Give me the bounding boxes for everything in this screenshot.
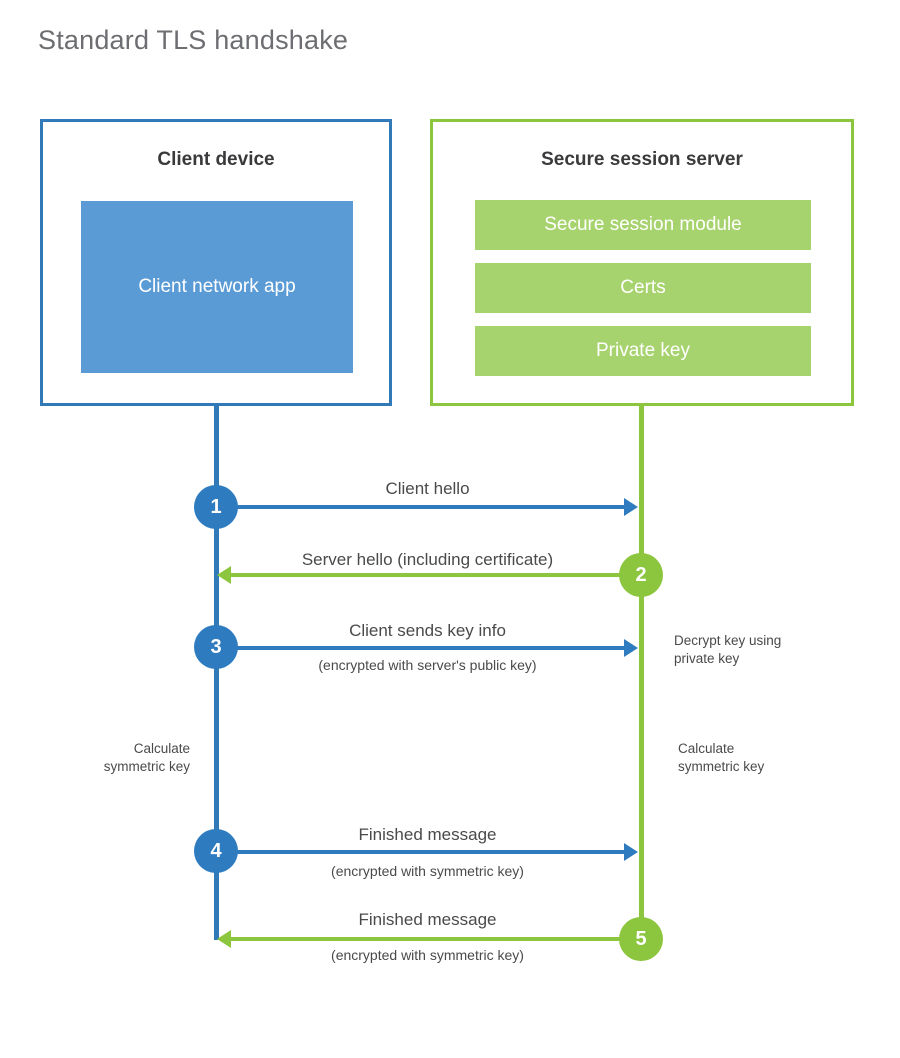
step-1-arrow-line — [216, 505, 624, 509]
step-marker-3: 3 — [194, 625, 238, 669]
step-2-arrow-head-icon — [217, 566, 231, 584]
step-5-sublabel: (encrypted with symmetric key) — [331, 947, 524, 963]
server-component-secure-session-module: Secure session module — [475, 200, 811, 250]
step-marker-5: 5 — [619, 917, 663, 961]
step-5-arrow-head-icon — [217, 930, 231, 948]
page-title: Standard TLS handshake — [38, 25, 349, 55]
step-4-label: Finished message — [358, 825, 497, 844]
step-1-label: Client hello — [385, 479, 470, 498]
step-marker-1: 1 — [194, 485, 238, 529]
step-4-arrow-line — [216, 850, 624, 854]
client-lifeline — [214, 404, 219, 940]
server-lifeline — [639, 404, 644, 940]
annotation-client-calculate-symmetric-key: Calculate symmetric key — [103, 741, 190, 775]
step-3-sublabel: (encrypted with server's public key) — [318, 657, 537, 673]
step-1-arrow-head-icon — [624, 498, 638, 516]
step-4-sublabel: (encrypted with symmetric key) — [331, 863, 524, 879]
step-2-arrow-line — [231, 573, 639, 577]
step-4-arrow-head-icon — [624, 843, 638, 861]
step-5-arrow-line — [231, 937, 639, 941]
client-device-box: Client device Client network app — [40, 119, 392, 406]
step-marker-2: 2 — [619, 553, 663, 597]
server-component-certs: Certs — [475, 263, 811, 313]
secure-session-server-title: Secure session server — [541, 149, 743, 170]
step-2-label: Server hello (including certificate) — [301, 550, 554, 569]
annotation-server-calculate-symmetric-key: Calculate symmetric key — [678, 741, 765, 775]
secure-session-server-box: Secure session server Secure session mod… — [430, 119, 854, 406]
step-marker-4: 4 — [194, 829, 238, 873]
step-5-label: Finished message — [358, 910, 497, 929]
step-3-arrow-head-icon — [624, 639, 638, 657]
client-network-app-block: Client network app — [81, 201, 353, 373]
server-component-private-key: Private key — [475, 326, 811, 376]
annotation-decrypt-key: Decrypt key using private key — [674, 633, 782, 667]
step-3-label: Client sends key info — [349, 621, 506, 640]
client-device-title: Client device — [157, 149, 275, 170]
step-3-arrow-line — [216, 646, 624, 650]
